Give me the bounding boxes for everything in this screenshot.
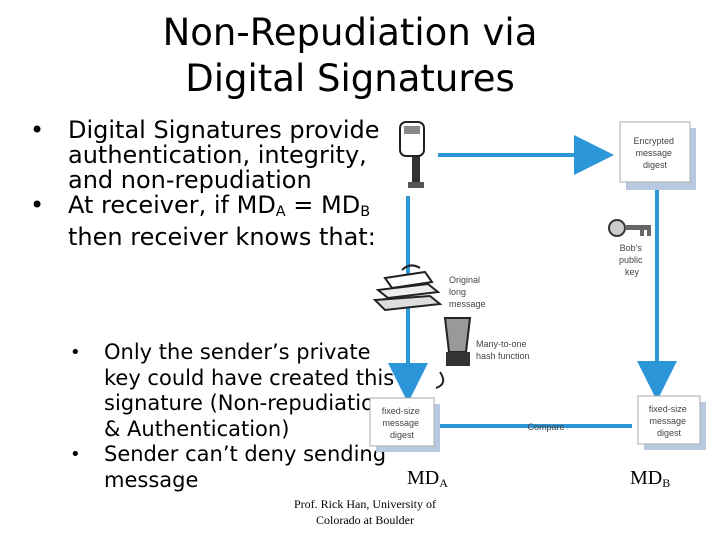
bullet-1-text: Digital Signatures provide authenticatio… — [68, 116, 380, 194]
message-stack-icon — [372, 264, 443, 312]
blender-icon — [435, 317, 472, 389]
bullet-2-sub-b: B — [360, 204, 371, 220]
encrypted-digest-label: Encrypted message digest — [633, 136, 676, 170]
bullet-1: • Digital Signatures provide authenticat… — [28, 118, 388, 193]
title-line-1: Non-Repudiation via — [162, 11, 538, 54]
fixed-digest-right-label: fixed-size message digest — [649, 404, 690, 438]
md-b-text: MD — [630, 467, 663, 489]
md-b-sub: B — [662, 476, 671, 490]
title-line-2: Digital Signatures — [185, 57, 515, 100]
slide-title: Non-Repudiation via Digital Signatures — [0, 10, 700, 102]
md-a-sub: A — [439, 476, 448, 490]
sub-bullet-list: • Only the sender’s private key could ha… — [64, 340, 404, 493]
original-message-label: Original long message — [449, 275, 486, 309]
bullet-2-mid: = MD — [285, 191, 361, 219]
sub-bullet-1-text: Only the sender’s private key could have… — [104, 340, 395, 441]
credit-footer: Prof. Rick Han, University of Colorado a… — [280, 496, 450, 528]
bullet-dot: • — [30, 116, 45, 144]
sub-bullet-2: • Sender can’t deny sending message — [64, 442, 404, 493]
fixed-digest-left-box — [369, 397, 440, 452]
hash-function-label: Many-to-one hash function — [476, 339, 530, 361]
bullet-2-post: then receiver knows that: — [68, 223, 376, 251]
bobs-key-label: Bob's public key — [619, 243, 645, 277]
encrypted-digest-box — [619, 121, 696, 190]
key-icon — [608, 219, 651, 237]
bullet-2-sub-a: A — [275, 204, 286, 220]
bullet-dot: • — [30, 191, 45, 219]
credit-line-1: Prof. Rick Han, University of — [294, 497, 436, 511]
sub-bullet-2-text: Sender can’t deny sending message — [104, 442, 387, 492]
fixed-digest-left-label: fixed-size message digest — [382, 406, 423, 440]
bullet-2: • At receiver, if MDA = MDB then receive… — [28, 193, 388, 250]
sub-bullet-1: • Only the sender’s private key could ha… — [64, 340, 404, 442]
mailbox-icon — [399, 121, 425, 188]
md-b-label: MDB — [630, 467, 670, 491]
md-a-label: MDA — [407, 467, 448, 491]
sub-bullet-dot: • — [70, 342, 81, 363]
credit-line-2: Colorado at Boulder — [316, 513, 414, 527]
bullet-list: • Digital Signatures provide authenticat… — [28, 118, 388, 250]
fixed-digest-right-box — [637, 395, 706, 450]
bullet-2-pre: At receiver, if MD — [68, 191, 276, 219]
compare-label: Compare — [527, 422, 564, 432]
md-a-text: MD — [407, 467, 440, 489]
sub-bullet-dot: • — [70, 444, 81, 465]
